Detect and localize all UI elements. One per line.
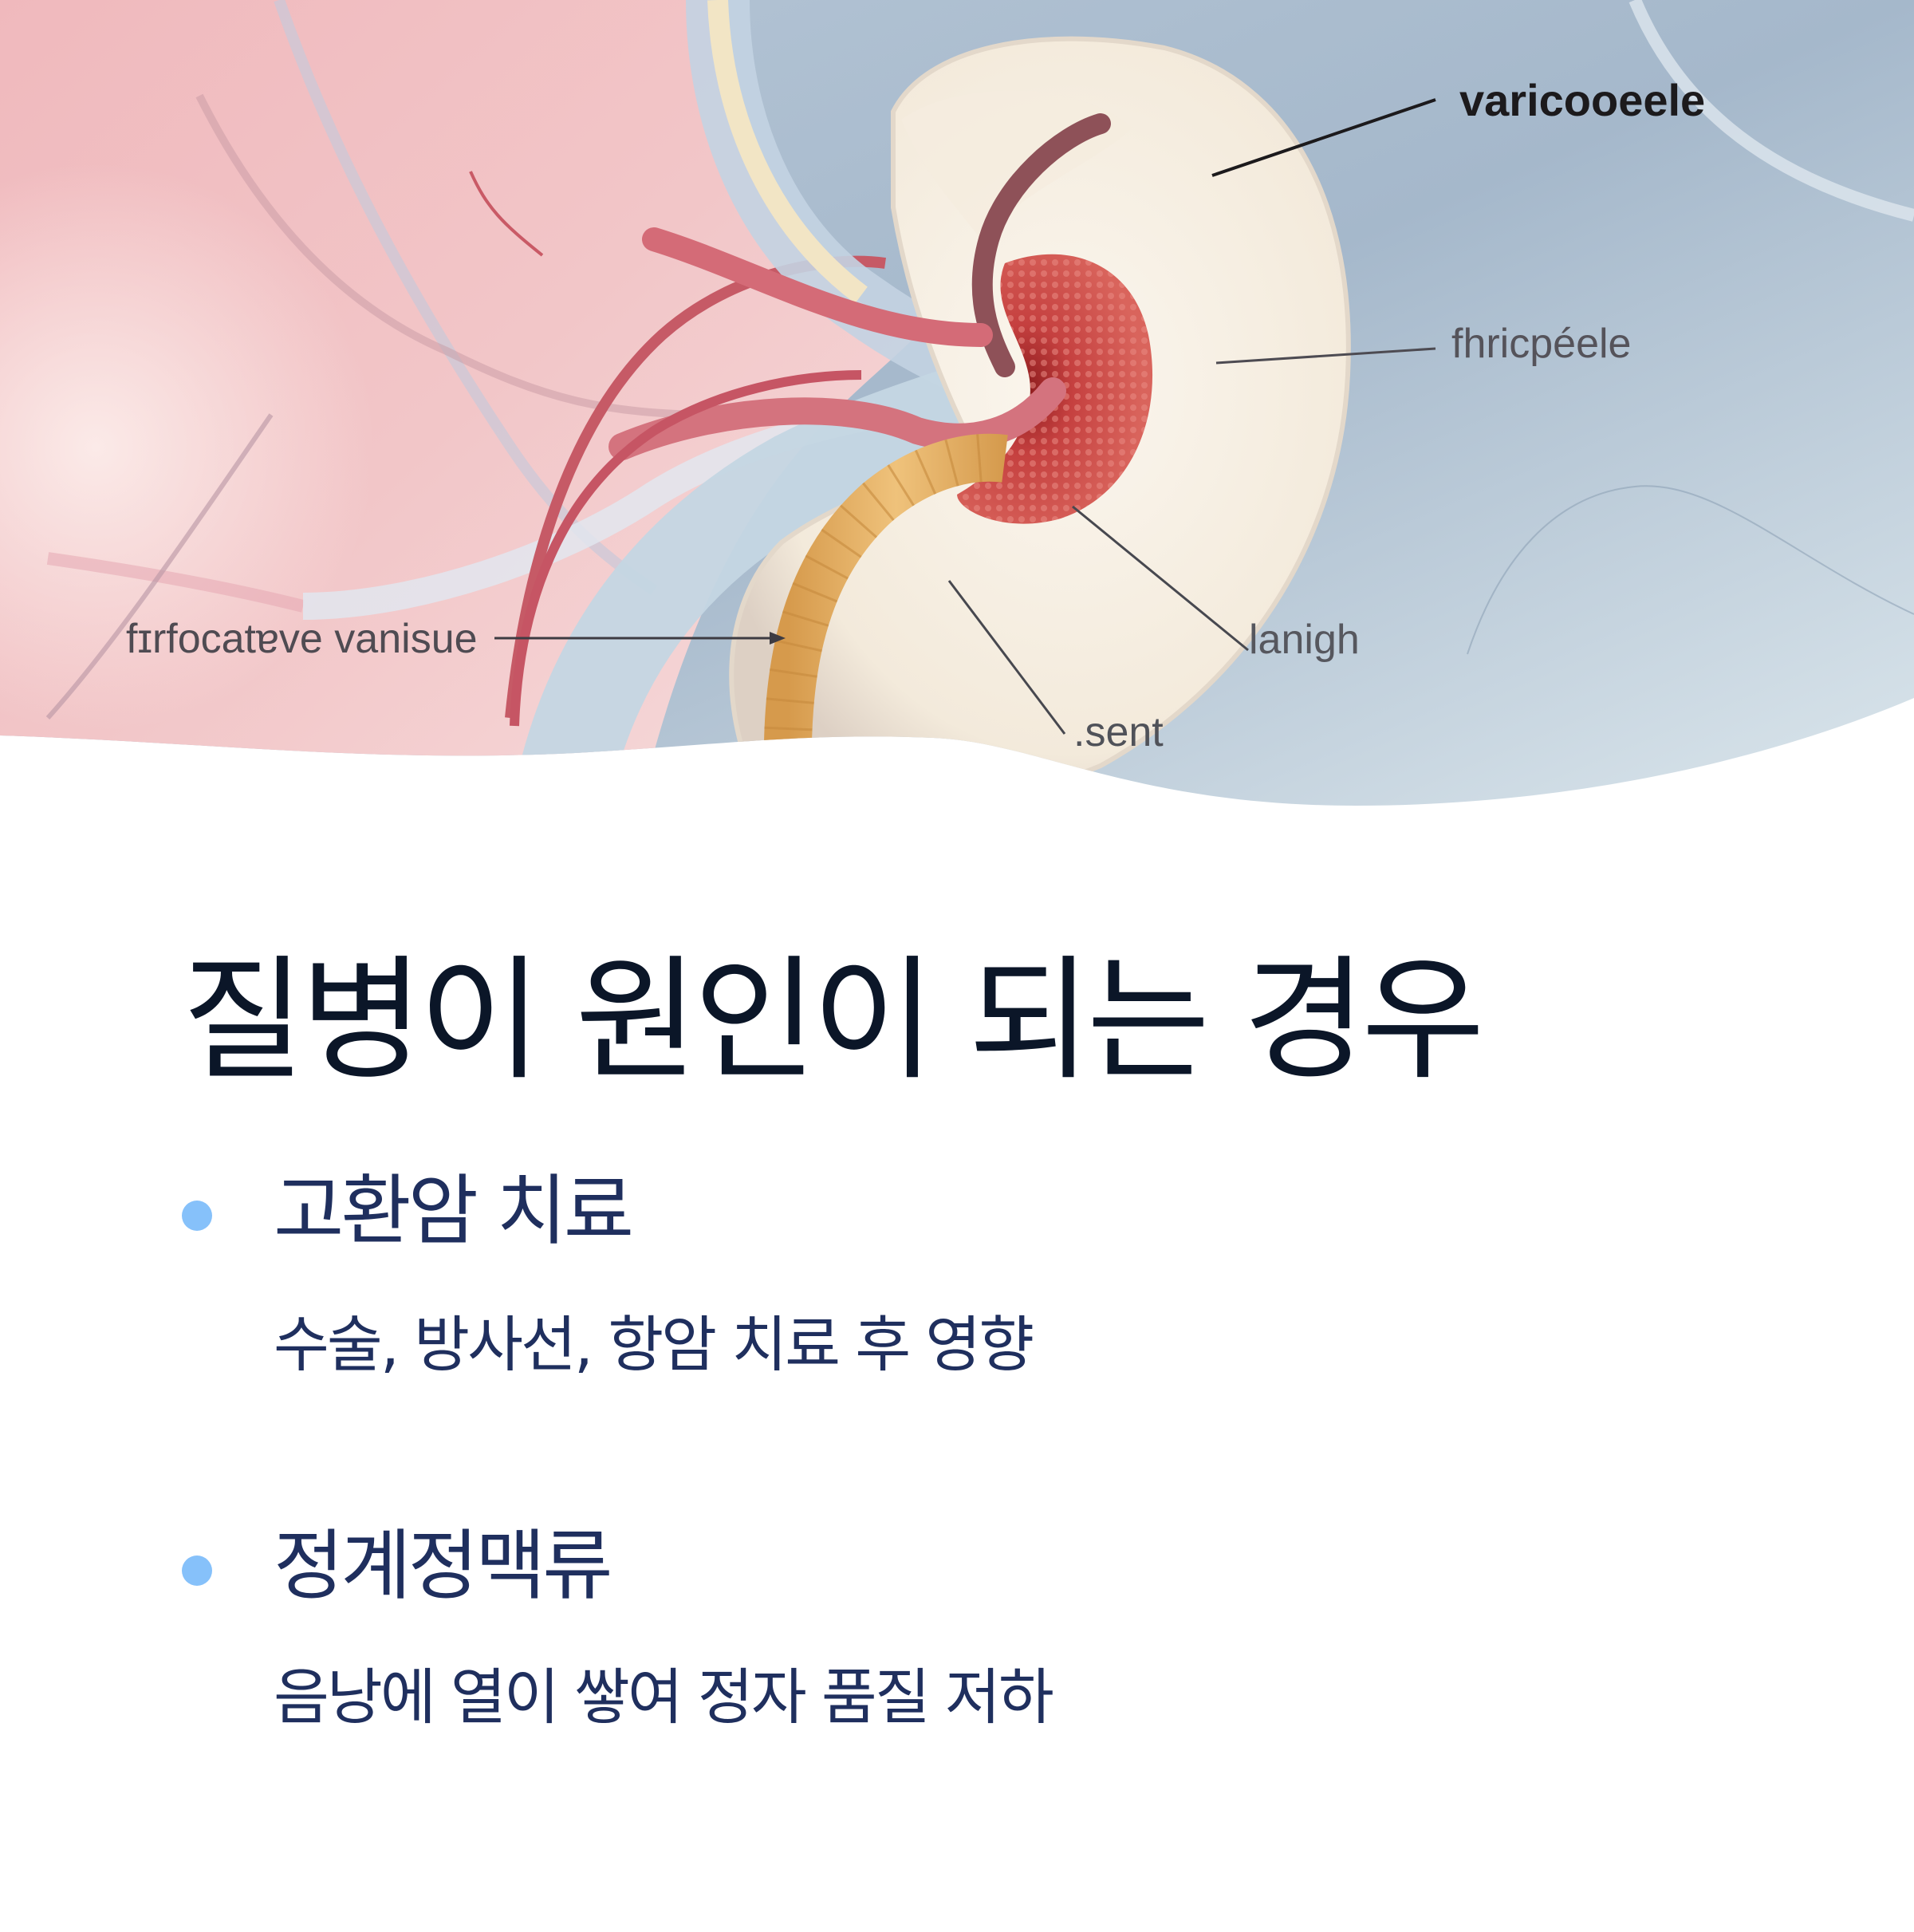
- varicocele-leader-line: [1211, 98, 1436, 177]
- bullet-description: 음낭에 열이 쌓여 정자 품질 저하: [274, 1662, 1054, 1733]
- anatomy-illustration: varicooeele fhricpéele lanigh .sent fɪrf…: [0, 0, 1914, 814]
- label-lanigh: lanigh: [1249, 617, 1360, 663]
- label-sent: .sent: [1073, 709, 1164, 755]
- bullet-dot-icon: [182, 1555, 212, 1586]
- label-left-vessel: fɪrfocatɐve vanisue: [126, 616, 478, 662]
- label-varicocele: varicooeele: [1459, 75, 1706, 125]
- label-fhricpeele: fhricpéele: [1451, 321, 1632, 367]
- bullet-description: 수술, 방사선, 항암 치료 후 영향: [274, 1309, 1034, 1380]
- varicocele-diagram: [0, 0, 1914, 806]
- page-title: 질병이 원인이 되는 경우: [182, 942, 1485, 1098]
- bullet-heading: 정계정맥류: [274, 1521, 613, 1611]
- bullet-heading: 고환암 치료: [274, 1166, 634, 1256]
- bullet-dot-icon: [182, 1201, 212, 1231]
